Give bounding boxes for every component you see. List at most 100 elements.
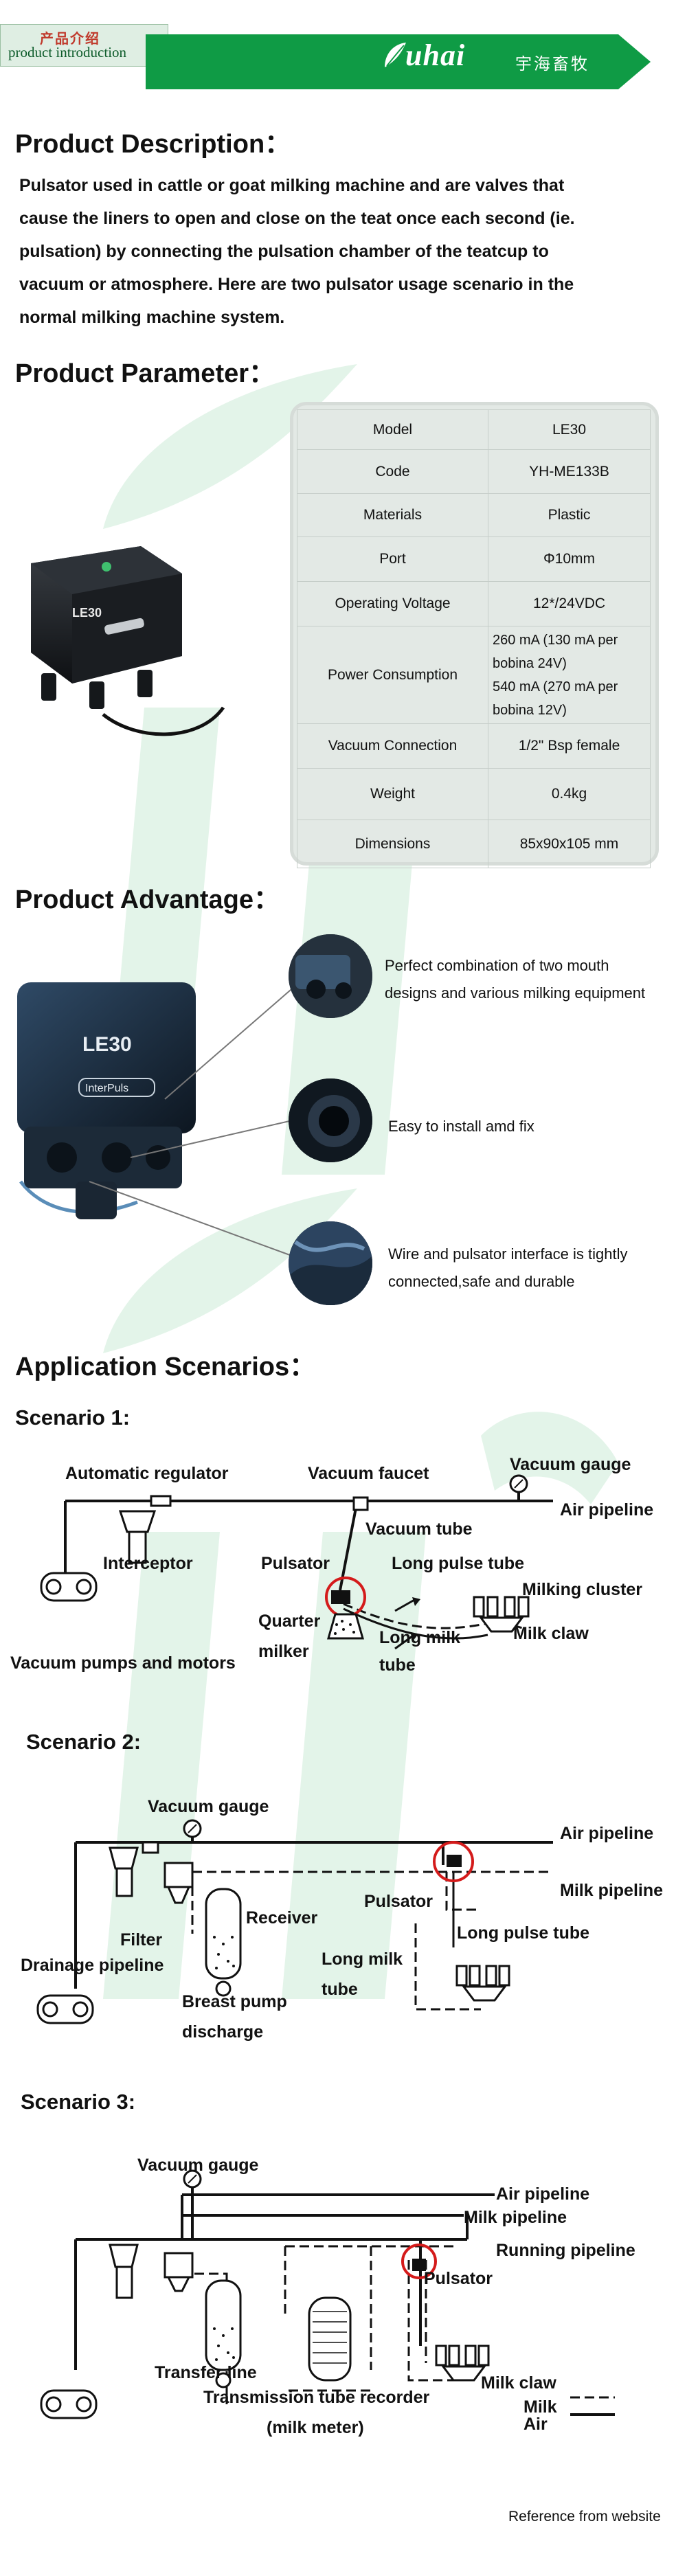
advantage-photo-brand: InterPuls xyxy=(85,1083,128,1094)
table-row: Dimensions 85x90x105 mm xyxy=(297,820,651,868)
s3-air-pipeline-label: Air pipeline xyxy=(496,2184,590,2204)
spec-table: Model LE30 Code YH-ME133B Materials Plas… xyxy=(297,409,651,868)
s3-vacuum-gauge-label: Vacuum gauge xyxy=(137,2156,259,2175)
spec-value-line: bobina 12V) xyxy=(493,702,567,718)
spec-label: Port xyxy=(297,536,488,582)
s2-discharge-label: discharge xyxy=(182,2022,264,2042)
scenario-2-diagram xyxy=(36,1819,553,2024)
legend-air-label: Air xyxy=(523,2415,548,2434)
s1-long-milk-label: Long milk xyxy=(379,1628,461,1647)
s2-vacuum-gauge-label: Vacuum gauge xyxy=(148,1797,269,1816)
advantage-text-2: Easy to install amd fix xyxy=(388,1113,534,1140)
reference-note: Reference from website xyxy=(508,2509,661,2524)
advantage-line: designs and various milking equipment xyxy=(385,984,646,1002)
advantage-line: Wire and pulsator interface is tightly xyxy=(388,1245,628,1263)
advantage-detail-photo-1 xyxy=(289,934,372,1018)
spec-value: 0.4kg xyxy=(488,768,651,820)
spec-value: Plastic xyxy=(488,493,651,537)
s2-long-pulse-tube-label: Long pulse tube xyxy=(457,1923,590,1943)
table-row: Vacuum Connection 1/2" Bsp female xyxy=(297,723,651,769)
s2-air-pipeline-label: Air pipeline xyxy=(560,1824,654,1843)
s1-vacuum-tube-label: Vacuum tube xyxy=(365,1519,473,1539)
spec-value-line: 540 mA (270 mA per xyxy=(493,679,618,694)
header-cn-label: 产品介绍 xyxy=(40,32,100,47)
spec-label: Operating Voltage xyxy=(297,581,488,626)
header-label-box xyxy=(0,24,168,67)
table-row: Code YH-ME133B xyxy=(297,449,651,494)
s1-air-pipeline-label: Air pipeline xyxy=(560,1500,654,1519)
legend-milk-label: Milk xyxy=(523,2397,557,2417)
s2-receiver-label: Receiver xyxy=(246,1908,318,1928)
spec-value: LE30 xyxy=(488,409,651,450)
description-title: Product Description： xyxy=(15,130,291,159)
spec-value: 12*/24VDC xyxy=(488,581,651,626)
spec-value: Φ10mm xyxy=(488,536,651,582)
spec-value-line: 260 mA (130 mA per xyxy=(493,632,618,648)
spec-value: 85x90x105 mm xyxy=(488,820,651,868)
scenario-3-title: Scenario 3: xyxy=(21,2090,136,2114)
advantage-detail-photo-3 xyxy=(289,1221,372,1305)
description-line: vacuum or atmosphere. Here are two pulsa… xyxy=(19,275,574,294)
s1-milker-label: milker xyxy=(258,1642,309,1661)
table-row: Model LE30 xyxy=(297,409,651,450)
spec-label: Power Consumption xyxy=(297,626,488,724)
description-line: pulsation) by connecting the pulsation c… xyxy=(19,242,549,261)
s1-vacuum-faucet-label: Vacuum faucet xyxy=(308,1464,429,1483)
advantage-text-3: Wire and pulsator interface is tightly c… xyxy=(388,1241,628,1296)
header-en-label: product introduction xyxy=(8,44,127,60)
header-banner xyxy=(146,34,651,89)
table-row: Port Φ10mm xyxy=(297,536,651,582)
spec-value: 1/2" Bsp female xyxy=(488,723,651,769)
description-line: cause the liners to open and close on th… xyxy=(19,209,575,228)
s2-breast-pump-label: Breast pump xyxy=(182,1992,287,2011)
s1-auto-regulator-label: Automatic regulator xyxy=(65,1464,229,1483)
s2-pulsator-label: Pulsator xyxy=(364,1892,433,1911)
pulsator-advantage-photo: LE30 InterPuls xyxy=(17,982,196,1219)
spec-label: Vacuum Connection xyxy=(297,723,488,769)
advantage-photo-label: LE30 xyxy=(82,1033,132,1056)
description-paragraph: Pulsator used in cattle or goat milking … xyxy=(19,169,658,334)
spec-value-multiline: 260 mA (130 mA per bobina 24V) 540 mA (2… xyxy=(488,626,651,724)
advantage-text-1: Perfect combination of two mouth designs… xyxy=(385,952,645,1007)
spec-label: Code xyxy=(297,449,488,494)
s3-milk-meter-label: (milk meter) xyxy=(267,2418,364,2437)
advantage-line: Easy to install amd fix xyxy=(388,1118,534,1135)
scenario-2-title: Scenario 2: xyxy=(26,1730,142,1754)
scenarios-title: Application Scenarios： xyxy=(15,1353,316,1381)
s3-running-pipeline-label: Running pipeline xyxy=(496,2241,635,2260)
advantage-title: Product Advantage： xyxy=(15,885,280,914)
s1-long-pulse-tube-label: Long pulse tube xyxy=(392,1554,525,1573)
s1-interceptor-label: Interceptor xyxy=(103,1554,193,1573)
advantage-line: connected,safe and durable xyxy=(388,1273,575,1290)
s3-milk-claw-label: Milk claw xyxy=(481,2373,556,2393)
s1-vacuum-gauge-label: Vacuum gauge xyxy=(510,1455,631,1474)
s3-transfer-line-label: Transfer line xyxy=(155,2363,257,2382)
s2-filter-label: Filter xyxy=(120,1930,163,1950)
brand-logo-text: uhai xyxy=(405,38,466,72)
table-row: Operating Voltage 12*/24VDC xyxy=(297,581,651,626)
s1-milk-claw-label: Milk claw xyxy=(513,1624,589,1643)
product-photo-label: LE30 xyxy=(72,606,102,620)
s3-pulsator-label: Pulsator xyxy=(424,2269,493,2288)
s2-milk-pipeline-label: Milk pipeline xyxy=(560,1881,664,1900)
s1-tube-label: tube xyxy=(379,1656,416,1675)
s1-pulsator-label: Pulsator xyxy=(261,1554,330,1573)
spec-label: Dimensions xyxy=(297,820,488,868)
s3-recorder-label: Transmission tube recorder xyxy=(203,2388,430,2407)
pulsator-product-photo: LE30 xyxy=(31,546,225,736)
s2-drainage-label: Drainage pipeline xyxy=(21,1956,164,1975)
spec-label: Materials xyxy=(297,493,488,537)
s3-milk-pipeline-label: Milk pipeline xyxy=(464,2208,567,2227)
s1-quarter-label: Quarter xyxy=(258,1612,321,1631)
s1-milking-cluster-label: Milking cluster xyxy=(522,1580,643,1599)
description-line: Pulsator used in cattle or goat milking … xyxy=(19,176,565,195)
advantage-line: Perfect combination of two mouth xyxy=(385,957,609,974)
advantage-detail-photo-2 xyxy=(289,1078,372,1162)
s1-vacuum-pumps-label: Vacuum pumps and motors xyxy=(10,1653,236,1673)
scenario-1-title: Scenario 1: xyxy=(15,1405,131,1430)
spec-label: Weight xyxy=(297,768,488,820)
parameter-title: Product Parameter： xyxy=(15,359,275,388)
spec-value-line: bobina 24V) xyxy=(493,655,567,671)
leaf-logo-icon xyxy=(385,43,406,67)
spec-label: Model xyxy=(297,409,488,450)
